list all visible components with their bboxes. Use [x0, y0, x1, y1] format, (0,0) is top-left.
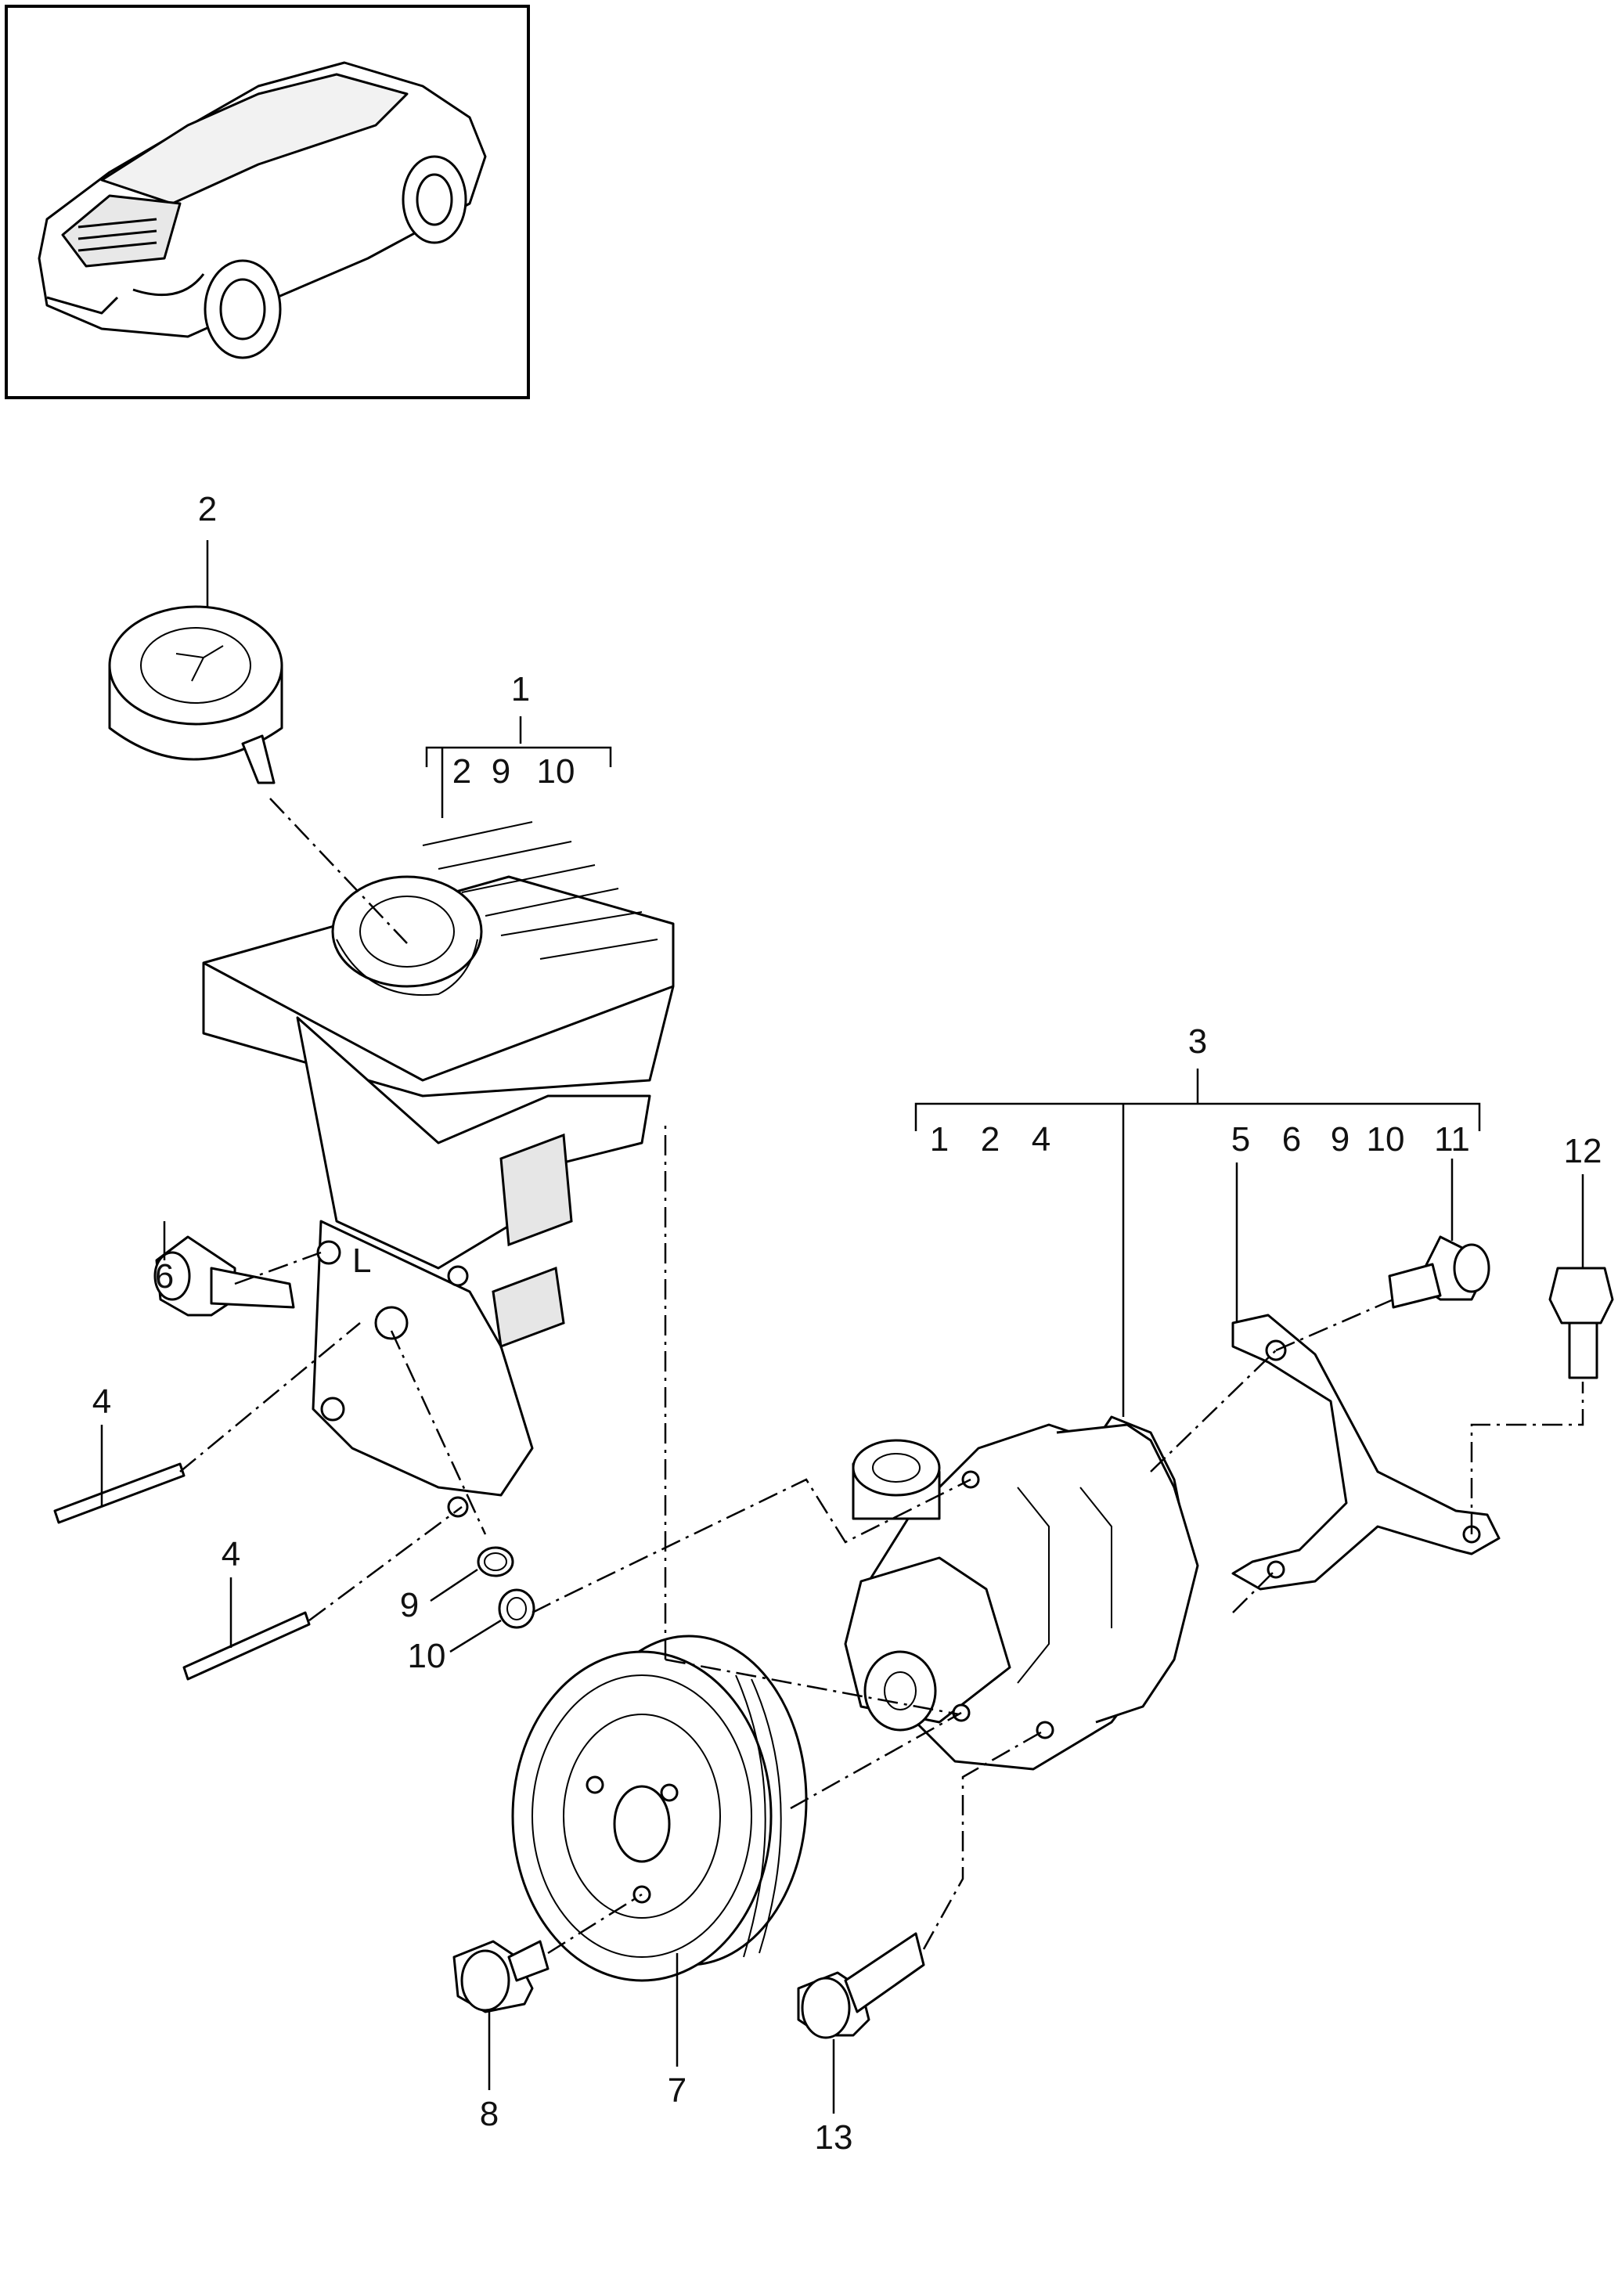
callout-1-sub-b: 9 [492, 752, 510, 791]
callout-3-sub-c: 4 [1032, 1120, 1050, 1159]
steering-pump [844, 1415, 1199, 1771]
callout-4-upper: 4 [92, 1382, 111, 1421]
bolt-13 [797, 1932, 925, 2039]
callout-3-sub-e: 6 [1282, 1120, 1301, 1159]
belt-pulley [511, 1635, 808, 1982]
vehicle-thumbnail [5, 5, 530, 399]
callout-3-sub-f: 9 [1331, 1120, 1350, 1159]
bolt-12 [1548, 1267, 1614, 1379]
callout-3-sub-d: 5 [1231, 1120, 1250, 1159]
callout-7: 7 [668, 2071, 686, 2110]
callout-3-sub-a: 1 [930, 1120, 949, 1159]
callout-12: 12 [1564, 1132, 1602, 1170]
callout-8: 8 [480, 2095, 499, 2133]
callout-4-lower: 4 [222, 1535, 240, 1573]
callout-labels: 2 1 2 9 10 3 1 2 4 5 6 9 10 11 12 6 4 4 … [92, 490, 1602, 2157]
reservoir-tank: L [202, 821, 675, 1518]
bolt-8 [452, 1940, 550, 2013]
car-icon [38, 61, 487, 359]
tank-mark: L [352, 1242, 371, 1280]
pin-4-upper [53, 1462, 186, 1524]
reservoir-ribs [422, 821, 658, 960]
callout-13: 13 [815, 2118, 853, 2157]
callout-3-sub-g: 10 [1367, 1120, 1405, 1159]
assembly-lines [179, 798, 1584, 1955]
bolt-11 [1388, 1235, 1490, 1309]
callout-1-sub-c: 10 [537, 752, 575, 791]
callout-1-sub-a: 2 [452, 752, 471, 791]
callout-3-sub-b: 2 [981, 1120, 1000, 1159]
callout-3: 3 [1188, 1022, 1207, 1061]
reservoir-cap [108, 605, 283, 784]
callout-10: 10 [408, 1637, 446, 1675]
callout-3-sub-h: 11 [1434, 1120, 1470, 1159]
callout-6: 6 [155, 1257, 174, 1296]
callout-2: 2 [198, 490, 217, 528]
bolt-6 [153, 1235, 295, 1317]
callout-1: 1 [511, 670, 530, 708]
leader-lines [100, 540, 1584, 2114]
seal-10 [498, 1588, 535, 1629]
pin-4-lower [182, 1611, 311, 1681]
pump-bracket [1231, 1314, 1501, 1591]
callout-9: 9 [400, 1586, 419, 1624]
o-ring-9 [477, 1546, 514, 1577]
